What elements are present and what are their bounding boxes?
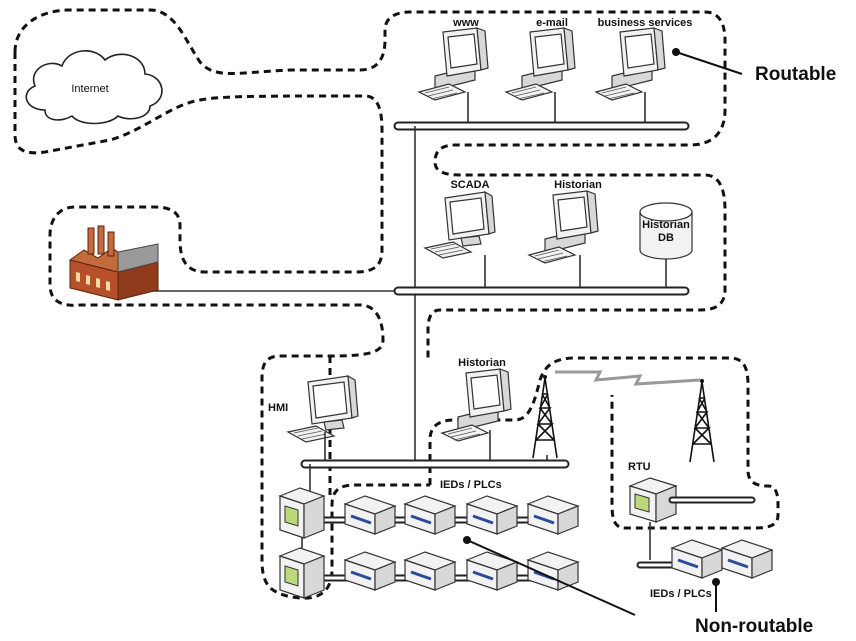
- ieds-plcs-rtu-label: IEDs / PLCs: [650, 588, 712, 600]
- plc-row-2: [314, 550, 580, 592]
- wireless-link-icon: [555, 370, 701, 386]
- business-services-label: business services: [598, 17, 693, 29]
- rtu-label: RTU: [628, 461, 651, 473]
- routable-zone-outline: [13, 8, 727, 360]
- scada-monitor-icon: [424, 191, 496, 259]
- historian-db-label-2: DB: [658, 232, 674, 244]
- ieds-plcs-label: IEDs / PLCs: [440, 479, 502, 491]
- rtu-device-icon: [628, 477, 678, 523]
- historian-computer-icon: [528, 190, 599, 264]
- historian-db-icon: Historian DB: [639, 202, 693, 260]
- business-services-computer-icon: [595, 27, 666, 101]
- historian-field-label: Historian: [458, 357, 506, 369]
- www-computer-icon: [418, 27, 489, 101]
- plc-device-icon: [403, 494, 457, 536]
- plc-device-icon: [670, 538, 724, 580]
- email-computer-icon: [505, 27, 576, 101]
- plc-row-1: [314, 494, 580, 536]
- plc-device-icon: [343, 550, 397, 592]
- cloud-icon: Internet: [25, 50, 163, 125]
- internet-zone-outline: [13, 52, 430, 600]
- scada-label: SCADA: [450, 179, 489, 191]
- plc-device-icon: [526, 494, 580, 536]
- hmi-label: HMI: [268, 402, 288, 414]
- historian-field-computer-icon: [441, 368, 512, 442]
- plc-device-icon: [465, 550, 519, 592]
- internet-label: Internet: [71, 83, 108, 95]
- plc-controller-icon: [278, 547, 326, 599]
- plc-controller-icon: [278, 487, 326, 539]
- routable-label: Routable: [755, 64, 836, 85]
- plc-device-icon: [403, 550, 457, 592]
- historian-label: Historian: [554, 179, 602, 191]
- historian-db-label-1: Historian: [642, 219, 690, 231]
- hmi-monitor-icon: [287, 375, 359, 443]
- factory-icon: [68, 225, 159, 301]
- plc-device-icon: [465, 494, 519, 536]
- radio-tower-icon: [689, 378, 715, 463]
- non-routable-label: Non-routable: [695, 616, 813, 637]
- www-label: www: [452, 17, 479, 29]
- email-label: e-mail: [536, 17, 568, 29]
- plc-device-icon: [720, 538, 774, 580]
- plc-device-icon: [343, 494, 397, 536]
